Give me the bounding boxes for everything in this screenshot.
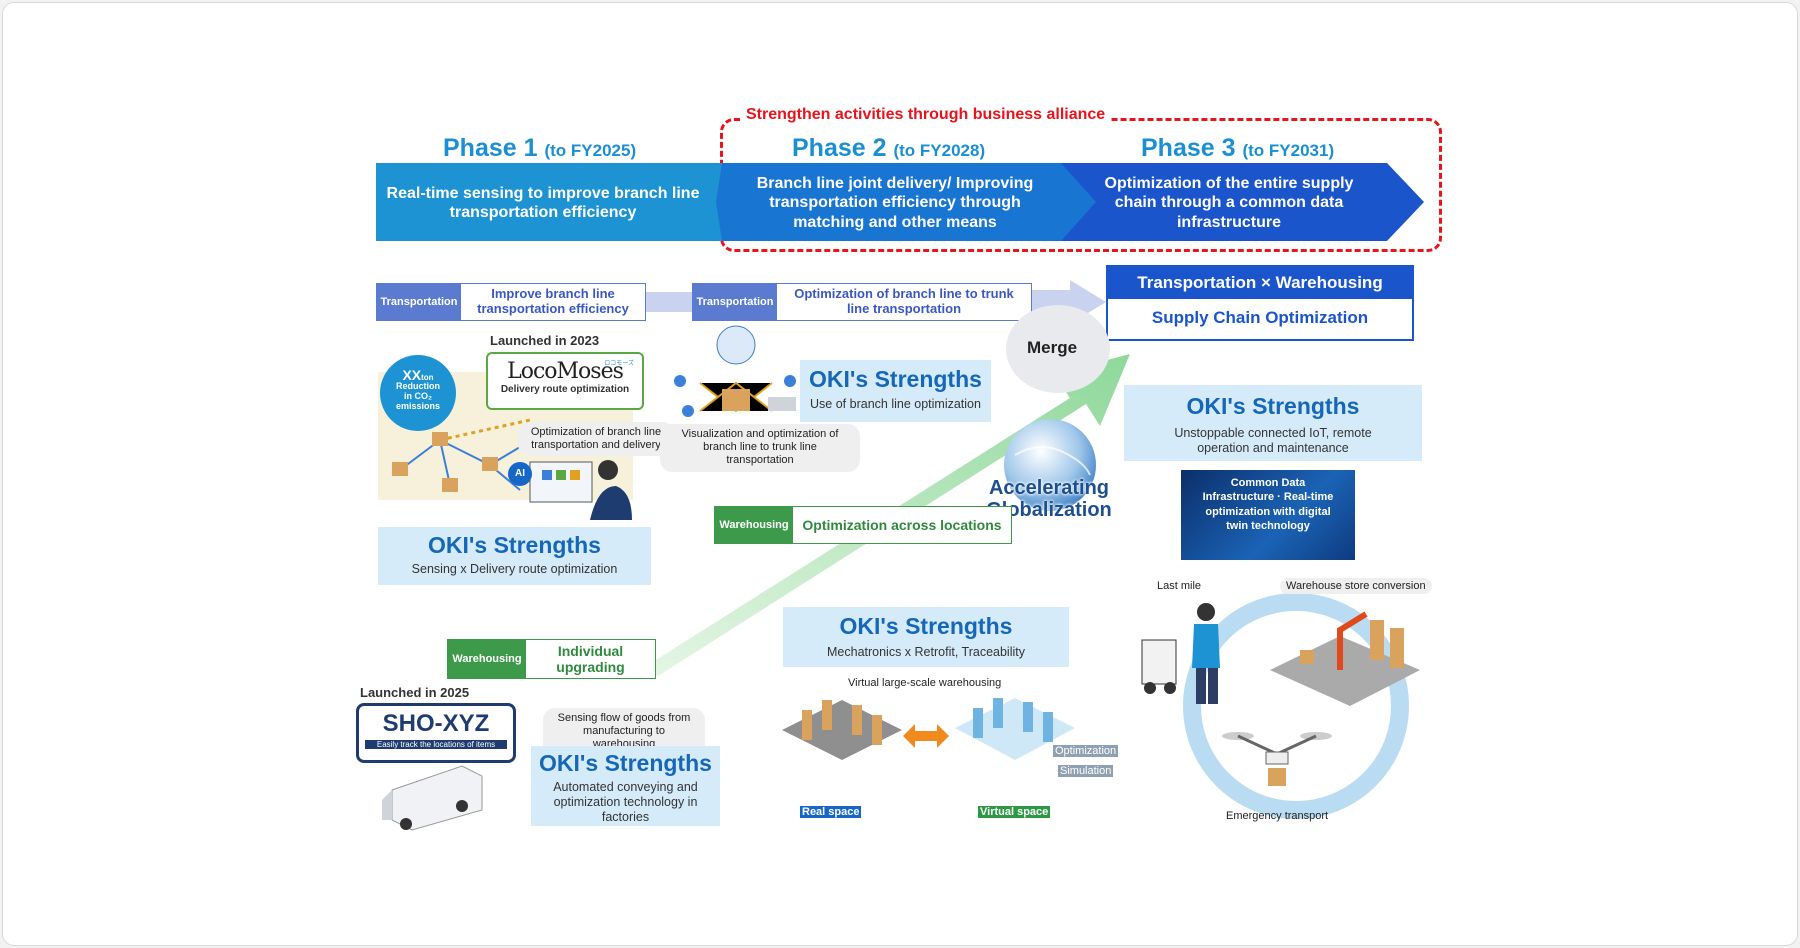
network-graph <box>392 418 548 492</box>
strength-title: OKI's Strengths <box>428 532 601 558</box>
strength-box-3: OKI's Strengths Unstoppable connected Io… <box>1124 385 1422 461</box>
phase-arrow-band <box>376 163 1424 241</box>
strength-subtitle: Mechatronics x Retrofit, Traceability <box>827 645 1025 659</box>
strength-title: OKI's Strengths <box>809 366 982 392</box>
co2-amount: XX <box>402 367 422 383</box>
merge-circle <box>1006 305 1110 393</box>
phase3-title: Phase 3 (to FY2031) <box>1141 134 1335 162</box>
warehouse-tag-1: Warehousing Optimization across location… <box>714 506 1012 544</box>
globe-icon <box>1004 419 1096 511</box>
strength-subtitle: Use of branch line optimization <box>810 397 981 411</box>
cycle-ring <box>1183 593 1409 819</box>
phase3-desc: Optimization of the entire supply chain … <box>1104 175 1354 231</box>
strength-box-5: OKI's Strengths Automated conveying and … <box>531 746 720 826</box>
shoxyz-launched: Launched in 2025 <box>360 685 470 700</box>
virtual-large-label: Virtual large-scale warehousing <box>848 677 1002 689</box>
co2-unit: ton <box>421 373 434 382</box>
phase1-desc: Real-time sensing to improve branch line… <box>386 184 700 221</box>
shoxyz-caption: Easily track the locations of items <box>365 740 507 749</box>
optimization-label: Optimization <box>1053 745 1119 757</box>
optimization-branch-bubble: Optimization of branch line transportati… <box>518 422 674 457</box>
ai-label: AI <box>515 468 525 479</box>
matching-network-illustration <box>674 325 796 417</box>
virtual-warehouse-illustration <box>955 698 1075 760</box>
last-mile-label: Last mile <box>1157 580 1202 592</box>
phase2-title: Phase 2 (to FY2028) <box>792 134 986 162</box>
warehouse-tag-label: Warehousing <box>448 640 526 678</box>
alliance-label: Strengthen activities through business a… <box>740 106 1112 124</box>
goal-bottom: Supply Chain Optimization <box>1151 308 1369 327</box>
transport-tag-2: Transportation Optimization of branch li… <box>692 283 1032 321</box>
transport-tag-1: Transportation Improve branch line trans… <box>376 283 646 321</box>
locomoses-wordmark: LocoMoses <box>507 359 624 384</box>
truck-icon <box>382 765 483 831</box>
shoxyz-wordmark: SHO-XYZ <box>382 710 490 737</box>
locomoses-kana: ロコモーズ <box>604 361 634 367</box>
visualization-bubble: Visualization and optimization of branch… <box>660 424 860 472</box>
strength-box-1: OKI's Strengths Sensing x Delivery route… <box>378 527 651 585</box>
goal-box: Transportation × Warehousing Supply Chai… <box>1106 265 1414 341</box>
goal-top: Transportation × Warehousing <box>1108 267 1412 299</box>
locomoses-logo: LocoMoses ロコモーズ Delivery route optimizat… <box>486 352 644 410</box>
strength-subtitle: Unstoppable connected IoT, remote operat… <box>1174 426 1372 455</box>
person-robot-illustration <box>1141 603 1220 704</box>
co2-line2: in CO₂ <box>404 390 432 401</box>
emergency-label: Emergency transport <box>1226 810 1329 822</box>
warehouse-tag-text: Optimization across locations <box>793 507 1011 543</box>
transport-tag-text: Improve branch line transportation effic… <box>461 284 645 320</box>
merge-label: Merge <box>1027 338 1078 357</box>
strength-subtitle: Automated conveying and optimization tec… <box>553 780 698 824</box>
shoxyz-logo: SHO-XYZ Easily track the locations of it… <box>356 703 516 763</box>
real-space-label: Real space <box>800 806 862 818</box>
warehouse-robot-illustration <box>1270 611 1420 706</box>
warehouse-store-label: Warehouse store conversion <box>1280 578 1432 594</box>
virtual-space-label: Virtual space <box>978 806 1051 818</box>
strength-title: OKI's Strengths <box>1186 393 1360 419</box>
growth-arrow <box>640 354 1130 676</box>
locomoses-caption: Delivery route optimization <box>500 384 630 395</box>
phase2-desc: Branch line joint delivery/ Improving tr… <box>756 175 1034 231</box>
ai-operator-illustration <box>508 460 632 520</box>
co2-line3: emissions <box>395 400 441 411</box>
locomoses-launched: Launched in 2023 <box>490 333 600 348</box>
co2-line1: Reduction <box>396 381 440 391</box>
strength-title: OKI's Strengths <box>539 750 712 776</box>
strength-subtitle: Sensing x Delivery route optimization <box>411 562 618 576</box>
strength-title: OKI's Strengths <box>839 613 1013 639</box>
real-warehouse-illustration <box>782 700 902 760</box>
globalization-label: Accelerating Globalization <box>986 477 1112 521</box>
phase1-title: Phase 1 (to FY2025) <box>443 134 637 162</box>
cdi-text: Common Data Infrastructure · Real-time o… <box>1202 477 1334 532</box>
transport-tag-label: Transportation <box>377 284 461 320</box>
warehouse-tag-2: Warehousing Individual upgrading <box>447 639 656 679</box>
common-data-infrastructure-panel: Common Data Infrastructure · Real-time o… <box>1181 470 1355 560</box>
swap-arrow-icon <box>903 724 949 748</box>
drone-illustration <box>1222 732 1332 786</box>
co2-badge: XXton Reduction in CO₂ emissions <box>380 355 456 431</box>
strength-box-2: OKI's Strengths Use of branch line optim… <box>800 360 991 422</box>
warehouse-tag-text: Individual upgrading <box>526 640 655 678</box>
strength-box-4: OKI's Strengths Mechatronics x Retrofit,… <box>783 607 1069 667</box>
transport-tag-label: Transportation <box>693 284 777 320</box>
transport-tag-text: Optimization of branch line to trunk lin… <box>777 284 1031 320</box>
warehouse-tag-label: Warehousing <box>715 507 793 543</box>
simulation-label: Simulation <box>1058 765 1114 777</box>
